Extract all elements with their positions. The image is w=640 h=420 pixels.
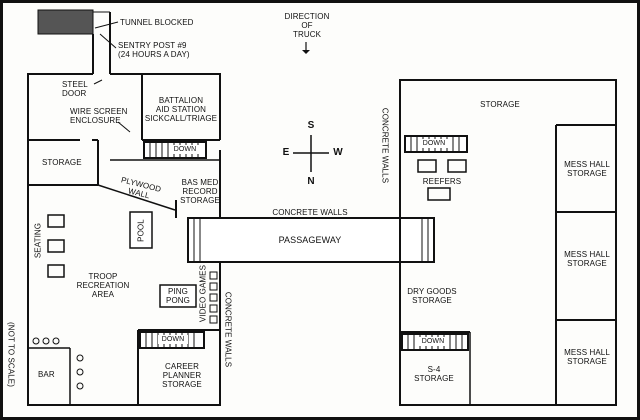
- label-mess-hall-storage-3: MESS HALL STORAGE: [564, 348, 610, 366]
- ping-pong-table: [159, 284, 197, 308]
- label-storage-right: STORAGE: [480, 100, 520, 109]
- plywood-wall: [97, 184, 176, 211]
- label-career-planner-storage: CAREER PLANNER STORAGE: [162, 362, 202, 389]
- label-down-4: DOWN: [418, 337, 448, 346]
- pool-table: [129, 211, 153, 249]
- label-tunnel-blocked: TUNNEL BLOCKED: [120, 18, 194, 27]
- compass-s: S: [307, 120, 315, 131]
- left-building-wall: [27, 73, 221, 406]
- label-mess-hall-storage-1: MESS HALL STORAGE: [564, 160, 610, 178]
- label-concrete-walls-right: CONCRETE WALLS: [380, 107, 390, 184]
- right-building-wall: [399, 79, 617, 406]
- label-video-games: VIDEO GAMES: [198, 264, 208, 323]
- label-storage-left: STORAGE: [42, 158, 82, 167]
- label-bar: BAR: [38, 370, 55, 379]
- label-passageway: PASSAGEWAY: [278, 235, 342, 245]
- label-troop-recreation-area: TROOP RECREATION AREA: [76, 272, 130, 299]
- label-dry-goods-storage: DRY GOODS STORAGE: [407, 287, 457, 305]
- label-reefers: REEFERS: [422, 177, 462, 186]
- label-sentry-post: SENTRY POST #9 (24 HOURS A DAY): [118, 41, 190, 59]
- label-concrete-walls-left: CONCRETE WALLS: [223, 291, 233, 368]
- label-wire-screen-enclosure: WIRE SCREEN ENCLOSURE: [70, 107, 128, 125]
- label-mess-hall-storage-2: MESS HALL STORAGE: [564, 250, 610, 268]
- label-pool: POOL: [136, 219, 146, 242]
- label-not-to-scale: (NOT TO SCALE): [6, 322, 16, 387]
- label-down-1: DOWN: [170, 145, 200, 154]
- label-direction-of-truck: DIRECTION OF TRUCK: [284, 12, 330, 39]
- compass-e: E: [282, 147, 290, 158]
- tunnel-blocked-block: [37, 9, 94, 35]
- label-down-3: DOWN: [419, 139, 449, 148]
- passageway: [187, 217, 435, 263]
- label-s4-storage: S-4 STORAGE: [414, 365, 454, 383]
- label-concrete-walls-top: CONCRETE WALLS: [272, 208, 348, 217]
- label-steel-door: STEEL DOOR: [62, 80, 88, 98]
- label-bas-med-record-storage: BAS MED RECORD STORAGE: [180, 178, 220, 205]
- label-seating: SEATING: [33, 222, 43, 259]
- label-ping-pong: PING PONG: [166, 287, 190, 305]
- compass-n: N: [307, 176, 315, 187]
- label-battalion-aid-station: BATTALION AID STATION SICKCALL/TRIAGE: [144, 96, 218, 123]
- label-down-2: DOWN: [158, 335, 188, 344]
- compass-rose: [293, 135, 329, 172]
- compass-w: W: [333, 147, 343, 158]
